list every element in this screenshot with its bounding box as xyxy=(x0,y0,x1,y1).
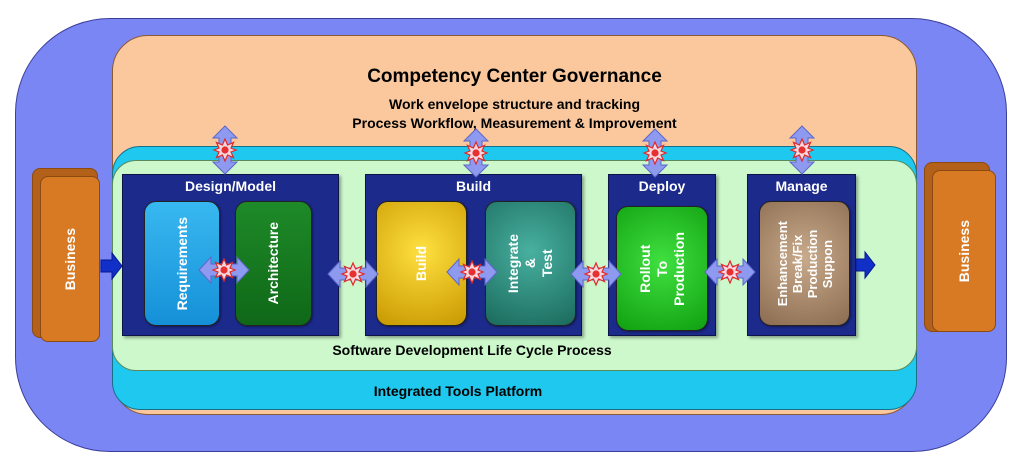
requirements-architecture-connector xyxy=(198,256,250,284)
build-box: Build xyxy=(376,201,467,326)
phase-design-model-title: Design/Model xyxy=(184,178,276,194)
design-build-connector xyxy=(327,260,379,288)
phase-deploy-title: Deploy xyxy=(638,178,686,194)
sdlc-label: Software Development Life Cycle Process xyxy=(332,342,612,358)
integrate-test-box: Integrate & Test xyxy=(485,201,576,326)
business-left-block: Business xyxy=(40,176,100,342)
enhancement-box: Enhancement Break/Fix Production Suppon xyxy=(759,201,850,326)
governance-line-2: Process Workflow, Measurement & Improvem… xyxy=(352,115,677,131)
governance-connector-manage xyxy=(789,125,815,175)
tools-platform-label: Integrated Tools Platform xyxy=(373,383,543,399)
left-business-flow-arrow xyxy=(100,251,123,281)
governance-title: Competency Center Governance xyxy=(367,66,662,87)
governance-line-1: Work envelope structure and tracking xyxy=(388,96,641,112)
business-right-block: Business xyxy=(932,170,996,332)
right-business-flow-arrow xyxy=(855,250,876,280)
governance-connector-build xyxy=(463,128,489,178)
build-integrate-connector xyxy=(446,258,498,286)
governance-connector-deploy xyxy=(642,128,668,178)
phase-manage-title: Manage xyxy=(775,178,828,194)
rollout-box: Rollout To Production xyxy=(616,206,708,331)
build-deploy-connector xyxy=(570,260,622,288)
deploy-manage-connector xyxy=(704,258,756,286)
phase-build-title: Build xyxy=(456,178,491,194)
governance-connector-design xyxy=(212,125,238,175)
